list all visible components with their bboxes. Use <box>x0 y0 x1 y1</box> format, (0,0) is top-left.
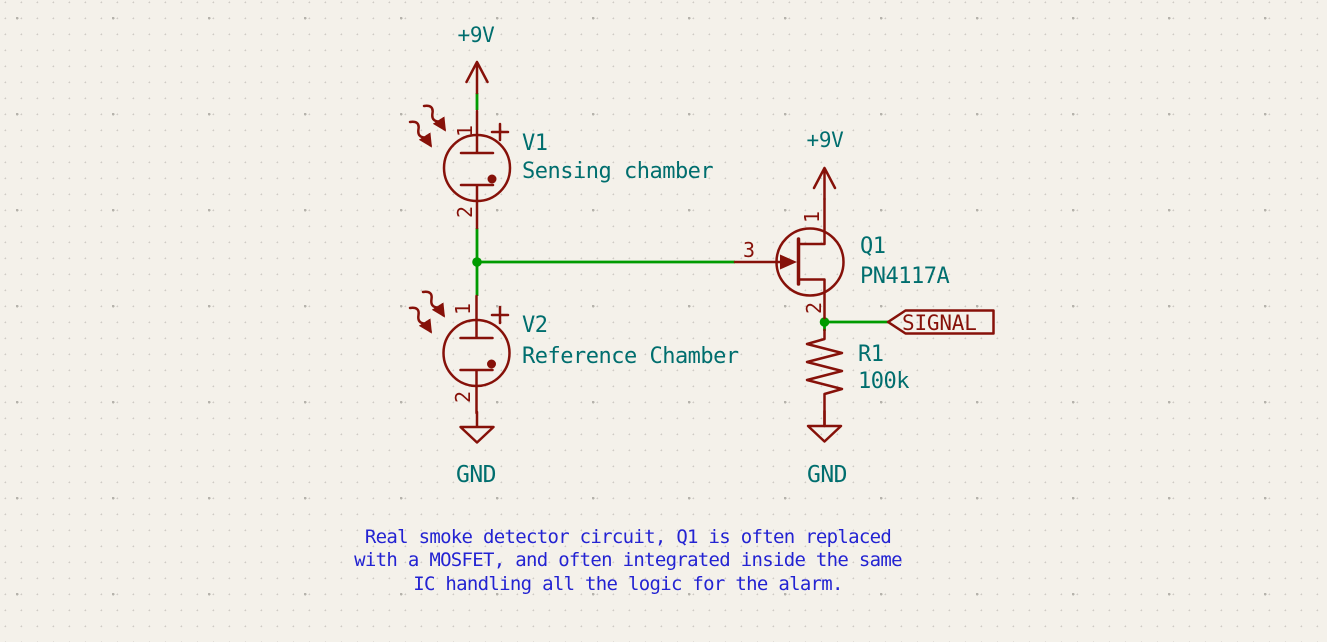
v1-reference: V1 <box>522 131 548 156</box>
q1-pin1-number: 1 <box>800 211 824 223</box>
v2-pin1-number: 1 <box>451 303 475 315</box>
component-q1[interactable]: 1 2 3 Q1 PN4117A <box>733 197 950 320</box>
power-label-9v-right: +9V <box>806 128 844 152</box>
note-line-2: with a MOSFET, and often integrated insi… <box>354 549 902 571</box>
global-label-outline-icon <box>886 309 995 335</box>
schematic-note[interactable]: Real smoke detector circuit, Q1 is often… <box>354 526 903 595</box>
power-symbol-9v-right[interactable]: +9V <box>806 128 844 201</box>
r1-reference: R1 <box>858 342 884 367</box>
gnd-label-left: GND <box>456 462 496 488</box>
component-r1[interactable]: R1 100k <box>805 328 910 428</box>
q1-reference: Q1 <box>860 234 886 259</box>
note-line-1: Real smoke detector circuit, Q1 is often… <box>365 526 891 548</box>
gnd-label-right: GND <box>807 462 847 488</box>
wires <box>472 93 888 331</box>
v2-pin2-number: 2 <box>451 391 475 403</box>
note-line-3: IC handling all the logic for the alarm. <box>413 573 843 595</box>
power-symbol-9v-left[interactable]: +9V <box>457 23 495 95</box>
power-arrow-icon <box>812 166 837 201</box>
v1-pin1-number: 1 <box>453 125 477 137</box>
power-label-9v-left: +9V <box>457 23 495 47</box>
component-v2[interactable]: 1 2 V2 Reference Chamber <box>408 289 739 415</box>
v2-reference: V2 <box>522 313 548 338</box>
v1-pin2-number: 2 <box>453 206 477 218</box>
plus-sign-icon <box>490 122 510 142</box>
plus-sign-icon <box>490 305 510 325</box>
q1-pin3-number: 3 <box>743 238 755 262</box>
gnd-symbol-icon <box>806 409 843 443</box>
v1-value: Sensing chamber <box>522 159 713 184</box>
r1-value: 100k <box>858 369 909 394</box>
junction-dot[interactable] <box>819 317 830 327</box>
jfet-symbol-icon <box>733 197 845 320</box>
power-symbol-gnd-left[interactable]: GND <box>456 410 497 488</box>
power-arrow-icon <box>465 60 489 95</box>
signal-label-text: SIGNAL <box>902 311 977 335</box>
resistor-zigzag-icon <box>805 328 844 428</box>
v2-value: Reference Chamber <box>522 344 739 369</box>
q1-value: PN4117A <box>860 264 949 289</box>
radiation-arrows-icon <box>408 289 448 332</box>
power-symbol-gnd-right[interactable]: GND <box>806 409 848 488</box>
radiation-arrows-icon <box>408 103 449 146</box>
junction-dot[interactable] <box>472 257 482 267</box>
q1-pin2-number: 2 <box>802 302 826 314</box>
gnd-symbol-icon <box>459 410 495 444</box>
global-label-signal[interactable]: SIGNAL <box>886 309 995 336</box>
component-v1[interactable]: 1 2 V1 Sensing chamber <box>408 103 714 230</box>
